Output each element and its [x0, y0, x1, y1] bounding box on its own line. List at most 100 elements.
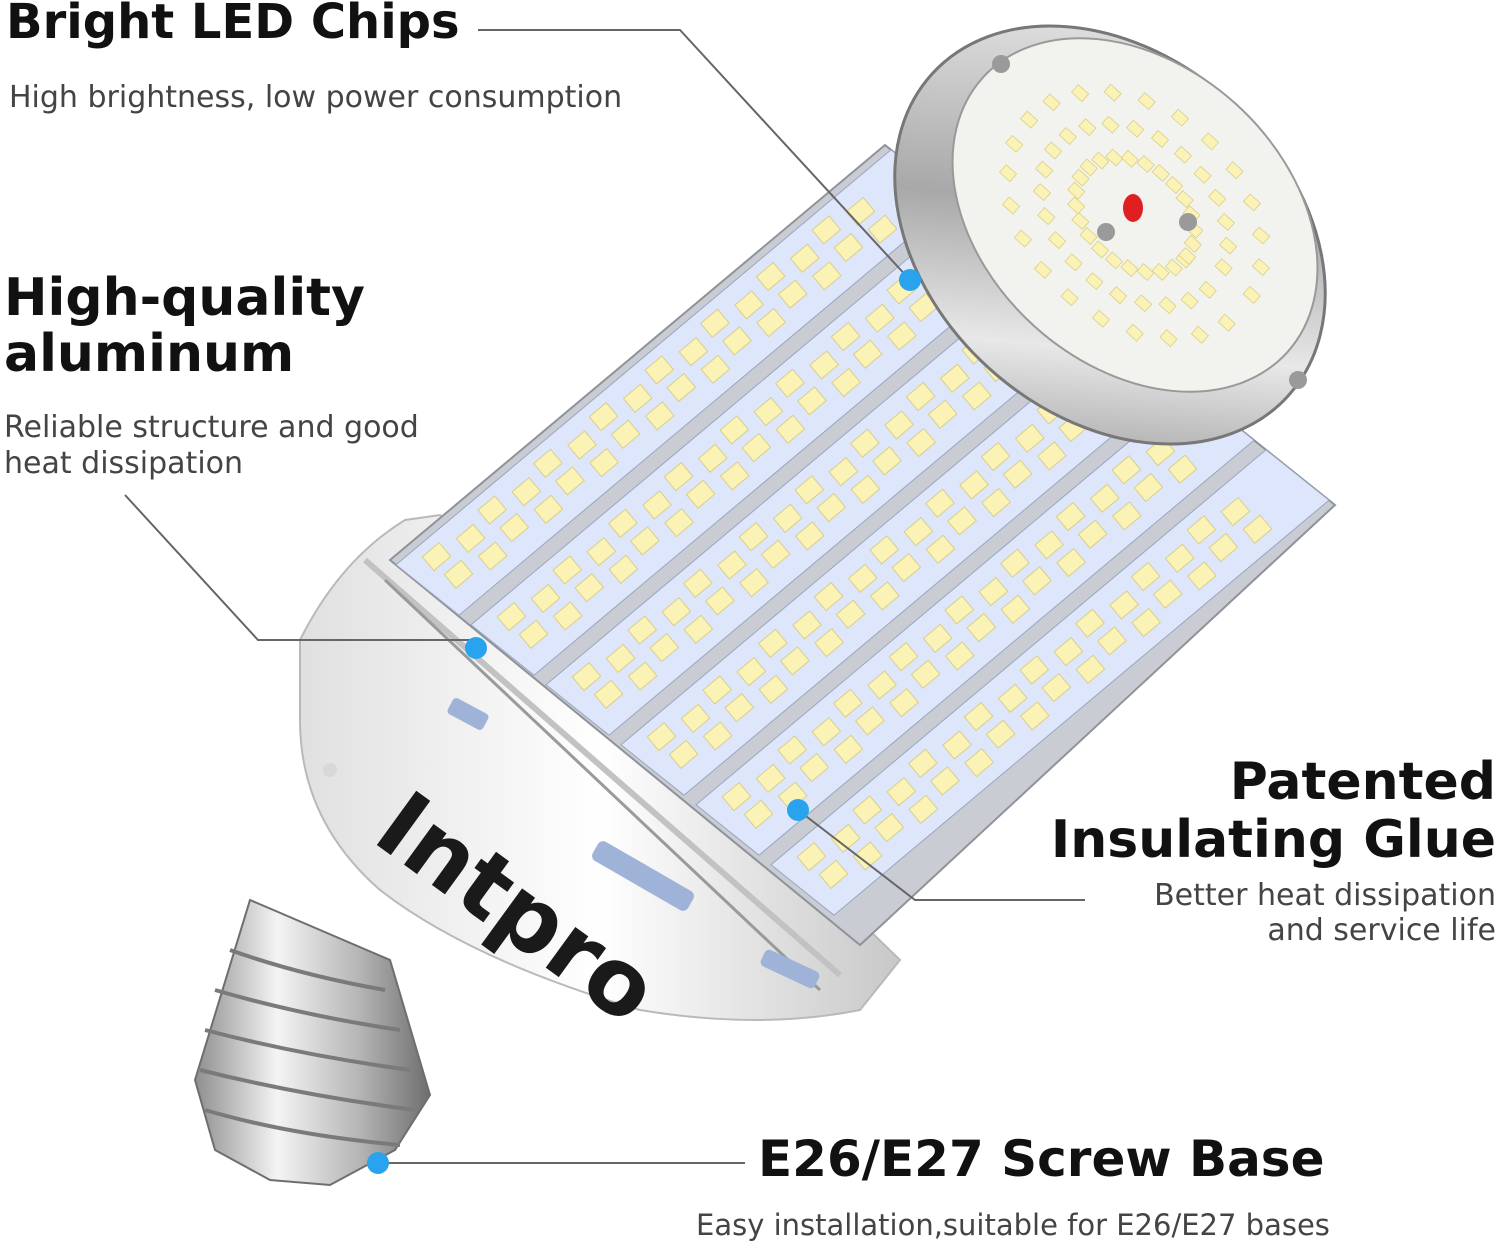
led-chip	[1019, 655, 1050, 685]
dot-glue	[787, 799, 809, 821]
cap-led-chip	[1091, 309, 1111, 328]
led-chip	[756, 307, 787, 338]
leader-glue	[797, 809, 1085, 901]
led-chip	[683, 614, 714, 644]
cap-led-chip	[1042, 93, 1061, 112]
cap-led-chip	[1183, 234, 1202, 253]
cap-led-chip	[1137, 92, 1156, 111]
led-chip	[1019, 701, 1050, 731]
led-chip	[1109, 590, 1139, 620]
glue-subtitle-line1: Better heat dissipation	[1154, 878, 1496, 913]
cap-led-chip	[1104, 251, 1124, 270]
cap-led-chip	[1071, 84, 1090, 103]
cap-led-chip	[1091, 151, 1110, 170]
led-chip	[627, 661, 658, 691]
led-chip	[930, 766, 960, 796]
led-chip	[811, 716, 842, 747]
led-chip	[753, 396, 784, 427]
led-chip	[886, 776, 917, 807]
led-chip	[864, 303, 895, 333]
led-chip	[697, 443, 728, 473]
base-title: E26/E27 Screw Base	[758, 1130, 1325, 1188]
cap-led-chip	[1217, 313, 1236, 332]
led-chip	[642, 490, 672, 520]
led-chip	[831, 367, 862, 398]
led-chip	[818, 859, 849, 889]
led-chip	[610, 419, 641, 449]
cap-led-chip	[1170, 108, 1190, 127]
cap-led-chip	[1001, 196, 1021, 215]
led-chip	[966, 612, 997, 643]
led-chip	[855, 706, 885, 736]
cap-led-chip	[1109, 286, 1128, 305]
leader-chips	[478, 29, 911, 281]
cap-led-chip	[1067, 181, 1086, 200]
cap-led-chip	[1071, 168, 1090, 187]
led-chip	[891, 552, 922, 583]
led-chip	[736, 656, 767, 687]
led-chip	[959, 470, 989, 500]
led-chip	[1111, 455, 1142, 485]
cap-led-chip	[1164, 258, 1184, 277]
glue-subtitle-line2: and service life	[1267, 913, 1496, 948]
led-chip	[852, 795, 883, 825]
aluminum-title-line2: aluminum	[4, 324, 295, 384]
cap-led-chip	[1242, 285, 1261, 304]
led-chip	[775, 368, 805, 398]
led-chip	[532, 448, 563, 478]
led-chip	[981, 487, 1012, 518]
top-cap	[893, 24, 1327, 446]
led-chip	[608, 554, 639, 584]
cap-led-chip	[1043, 141, 1063, 160]
cap-led-chip	[1035, 160, 1054, 179]
aluminum-subtitle-line2: heat dissipation	[4, 446, 244, 481]
led-chip	[755, 261, 786, 292]
leader-aluminum	[124, 494, 476, 641]
led-chip	[905, 381, 936, 412]
aluminum-body	[388, 143, 1337, 947]
led-chip	[1242, 514, 1273, 544]
led-chip	[947, 506, 977, 536]
led-chip	[847, 563, 878, 593]
led-chip	[922, 623, 953, 653]
led-chip	[666, 372, 697, 403]
base-subtitle: Easy installation,suitable for E26/E27 b…	[696, 1208, 1330, 1242]
led-chip	[777, 279, 808, 309]
callout-lines	[124, 29, 1085, 1164]
cap-led-chip	[1198, 280, 1217, 299]
led-chip	[552, 601, 583, 631]
cap-led-chip	[1067, 196, 1086, 215]
led-chip	[758, 674, 789, 704]
dot-chips	[899, 269, 921, 291]
cap-led-chip	[1064, 253, 1083, 272]
led-chip	[682, 568, 713, 598]
cap-led-chip	[1032, 183, 1052, 202]
led-chip	[910, 659, 941, 689]
led-chip	[944, 595, 975, 625]
led-chip	[775, 414, 806, 444]
led-chip	[741, 432, 772, 463]
cap-led-chip	[1178, 247, 1197, 266]
led-chip	[852, 841, 883, 871]
led-chip	[830, 321, 861, 352]
led-chip	[978, 576, 1009, 607]
aluminum-subtitle-line1: Reliable structure and good	[4, 410, 419, 445]
aluminum-title-line1: High-quality	[4, 268, 365, 328]
led-chip	[743, 799, 774, 829]
led-chip	[792, 610, 822, 640]
cap-led-chip	[1047, 231, 1067, 250]
cap-led-chip	[1173, 145, 1193, 164]
led-chip	[833, 734, 864, 764]
led-chip	[985, 719, 1016, 749]
led-chip	[1000, 548, 1030, 578]
led-chip	[833, 232, 864, 263]
cap-led-chip	[998, 164, 1018, 183]
led-chip	[722, 326, 752, 356]
led-chip	[964, 747, 994, 778]
led-chip	[644, 355, 675, 385]
led-chip	[571, 661, 602, 692]
led-chip	[1053, 636, 1084, 667]
led-chip	[755, 763, 786, 794]
led-chip	[1089, 483, 1120, 513]
led-chip	[869, 535, 900, 565]
